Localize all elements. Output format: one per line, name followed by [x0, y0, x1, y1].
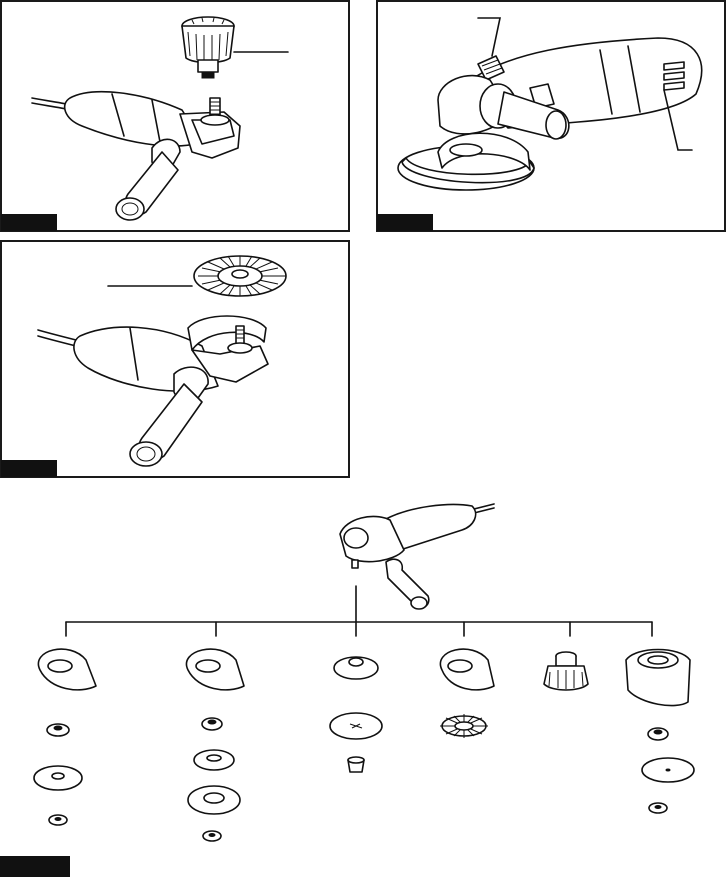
side-handle-icon: [115, 138, 181, 221]
cup-brush-icon: [543, 651, 589, 691]
grinding-wheel-icon: [33, 765, 83, 791]
accessories-tree-illustration: [33, 503, 695, 842]
wheel-guard-icon: [185, 648, 245, 691]
wire-wheel-brush-icon: [440, 714, 488, 738]
figure-4-accessories-area: [0, 490, 726, 877]
inner-flange-icon: [201, 717, 223, 731]
lock-nut-icon: [347, 756, 365, 773]
lock-nut-icon: [48, 814, 68, 826]
sanding-disc-icon: [187, 785, 241, 815]
wheel-guard-icon: [439, 648, 495, 691]
cup-brush-icon: [181, 16, 235, 79]
backing-pad-icon: [193, 749, 235, 771]
lock-nut-icon: [648, 802, 668, 814]
figure-3-label: [1, 460, 57, 477]
wheel-guard-icon: [37, 648, 97, 691]
figure-2-label: [377, 214, 433, 231]
grinder-with-wheel-guard-illustration: [397, 17, 703, 191]
side-handle-icon: [129, 366, 209, 467]
wheel-guard-icon: [397, 132, 535, 191]
figure-1-panel: [0, 0, 350, 232]
side-handle-icon: [479, 83, 570, 140]
sanding-disc-icon: [329, 712, 383, 740]
angle-grinder-icon: [339, 503, 495, 569]
lock-nut-icon: [202, 830, 222, 842]
figure-2-panel: [376, 0, 726, 232]
inner-flange-icon: [46, 723, 70, 737]
side-handle-icon: [385, 558, 430, 610]
grinding-wheel-icon: [641, 757, 695, 783]
wheel-cover-icon: [625, 648, 691, 707]
wire-wheel-brush-icon: [193, 255, 287, 297]
inner-flange-icon: [647, 727, 669, 741]
backing-pad-icon: [333, 656, 379, 680]
figure-1-label: [1, 214, 57, 231]
figure-3-panel: [0, 240, 350, 478]
grinder-with-wire-wheel-illustration: [37, 255, 287, 467]
figure-4-label: [0, 856, 70, 877]
grinder-with-cup-brush-illustration: [31, 16, 289, 221]
